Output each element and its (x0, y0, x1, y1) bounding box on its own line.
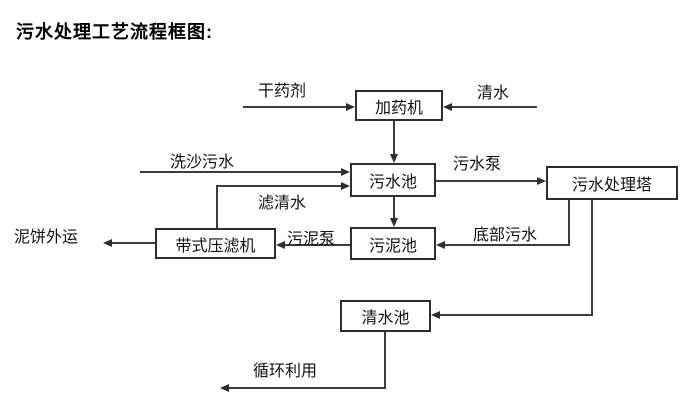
connector-sewage-pool-to-sludge-pool (393, 197, 395, 218)
edge-label-dry-agent: 干药剂 (258, 83, 307, 100)
edge-label-bottom-sewage: 底部污水 (473, 227, 538, 244)
node-sludge-pool-label: 污泥池 (368, 237, 417, 255)
node-dosing-machine-label: 加药机 (374, 99, 423, 117)
connector-dry-agent (243, 106, 346, 108)
connector-mud-cake-out (112, 242, 155, 244)
edge-label-recycle-use: 循环利用 (253, 363, 318, 380)
connector-recycle-horizontal (229, 387, 386, 389)
arrowhead-left-icon (220, 384, 229, 392)
connector-dosing-to-sewage-pool (393, 121, 395, 154)
connector-filtered-water-horizontal (216, 185, 341, 187)
arrowhead-down-icon (390, 218, 398, 227)
connector-tower-to-clean-pool-vertical (591, 200, 593, 316)
arrowhead-left-icon (276, 241, 285, 249)
arrowhead-left-icon (443, 103, 452, 111)
node-clean-water-pool-label: 清水池 (361, 310, 410, 327)
page-title: 污水处理工艺流程框图: (16, 22, 213, 42)
connector-filtered-water-vertical (216, 185, 218, 228)
arrowhead-left-icon (431, 311, 440, 319)
edge-label-sewage-pump: 污水泵 (453, 156, 502, 173)
arrowhead-right-icon (346, 103, 355, 111)
node-sewage-treatment-tower-label: 污水处理塔 (571, 177, 652, 194)
node-sewage-pool-label: 污水池 (368, 174, 417, 191)
edge-label-clean-water: 清水 (477, 85, 510, 102)
edge-label-sludge-pump: 污泥泵 (287, 231, 336, 248)
connector-bottom-sewage-vertical (568, 200, 570, 245)
node-dosing-machine: 加药机 (355, 90, 443, 121)
arrowhead-down-icon (390, 154, 398, 163)
arrowhead-left-icon (103, 239, 112, 247)
connector-clean-water (452, 106, 537, 108)
connector-recycle-vertical (384, 332, 386, 389)
node-sewage-pool: 污水池 (350, 163, 436, 197)
arrowhead-right-icon (341, 182, 350, 190)
edge-label-filtered-water: 滤清水 (258, 195, 307, 212)
arrowhead-left-icon (436, 241, 445, 249)
edge-label-mud-cake-out: 泥饼外运 (14, 229, 79, 246)
edge-label-sand-washing-sewage: 洗沙污水 (170, 154, 235, 171)
node-sludge-pool: 污泥池 (350, 227, 436, 260)
node-belt-filter-press: 带式压滤机 (155, 228, 276, 259)
connector-sand-washing-sewage (140, 171, 341, 173)
node-belt-filter-press-label: 带式压滤机 (175, 237, 256, 255)
node-sewage-treatment-tower: 污水处理塔 (546, 166, 678, 200)
connector-tower-to-clean-pool-horizontal (440, 314, 593, 316)
node-clean-water-pool: 清水池 (340, 300, 431, 332)
connector-sewage-pump (436, 180, 537, 182)
arrowhead-right-icon (341, 168, 350, 176)
arrowhead-right-icon (537, 177, 546, 185)
connector-sludge-pump (285, 244, 350, 246)
connector-bottom-sewage-horizontal (445, 244, 570, 246)
